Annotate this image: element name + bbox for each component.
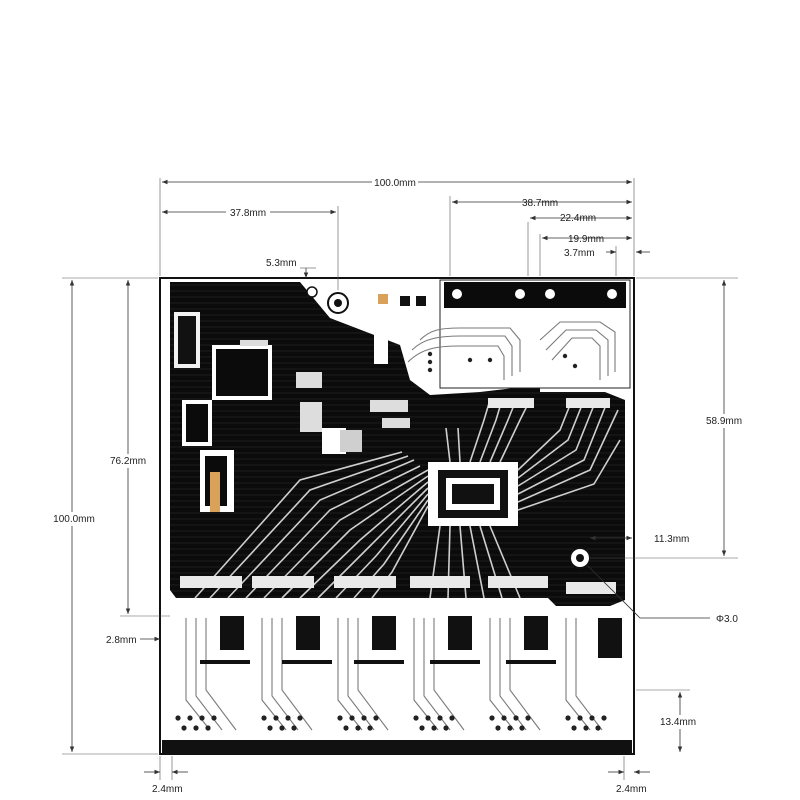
dimension-annotations: 100.0mm 37.8mm 5.3mm 38.7mm 22.4mm 19.9m… — [48, 176, 750, 795]
dim-bottom-left: 2.4mm — [152, 784, 183, 795]
dim-right-lower: 13.4mm — [660, 717, 696, 728]
copper-pour-main — [170, 282, 625, 610]
dim-top-right-4: 3.7mm — [564, 248, 595, 259]
dim-left-total: 100.0mm — [53, 514, 95, 525]
dim-right-upper: 58.9mm — [706, 416, 742, 427]
central-qfp-chip — [428, 462, 518, 526]
dim-hole-offset: 5.3mm — [266, 258, 297, 269]
mounting-hole-top — [306, 286, 349, 314]
dim-bottom-right: 2.4mm — [616, 784, 647, 795]
dim-left-inner: 76.2mm — [110, 456, 146, 467]
upper-left-components — [174, 292, 432, 512]
lower-port-section — [162, 606, 632, 754]
dim-left-hole-offset: 2.8mm — [106, 635, 137, 646]
dim-top-total: 100.0mm — [374, 178, 416, 189]
dim-top-right-2: 22.4mm — [560, 213, 596, 224]
dim-top-left-offset: 37.8mm — [230, 208, 266, 219]
dim-right-hole-offset: 11.3mm — [654, 534, 689, 545]
pcb-board — [159, 277, 635, 755]
header-pads-upper — [180, 398, 616, 594]
top-right-connector — [407, 279, 631, 389]
orange-pad — [210, 472, 220, 512]
dim-top-right-3: 19.9mm — [568, 234, 604, 245]
dim-hole-diameter: Φ3.0 — [716, 614, 738, 625]
dim-top-right-1: 38.7mm — [522, 198, 558, 209]
mounting-hole-right — [569, 547, 591, 569]
